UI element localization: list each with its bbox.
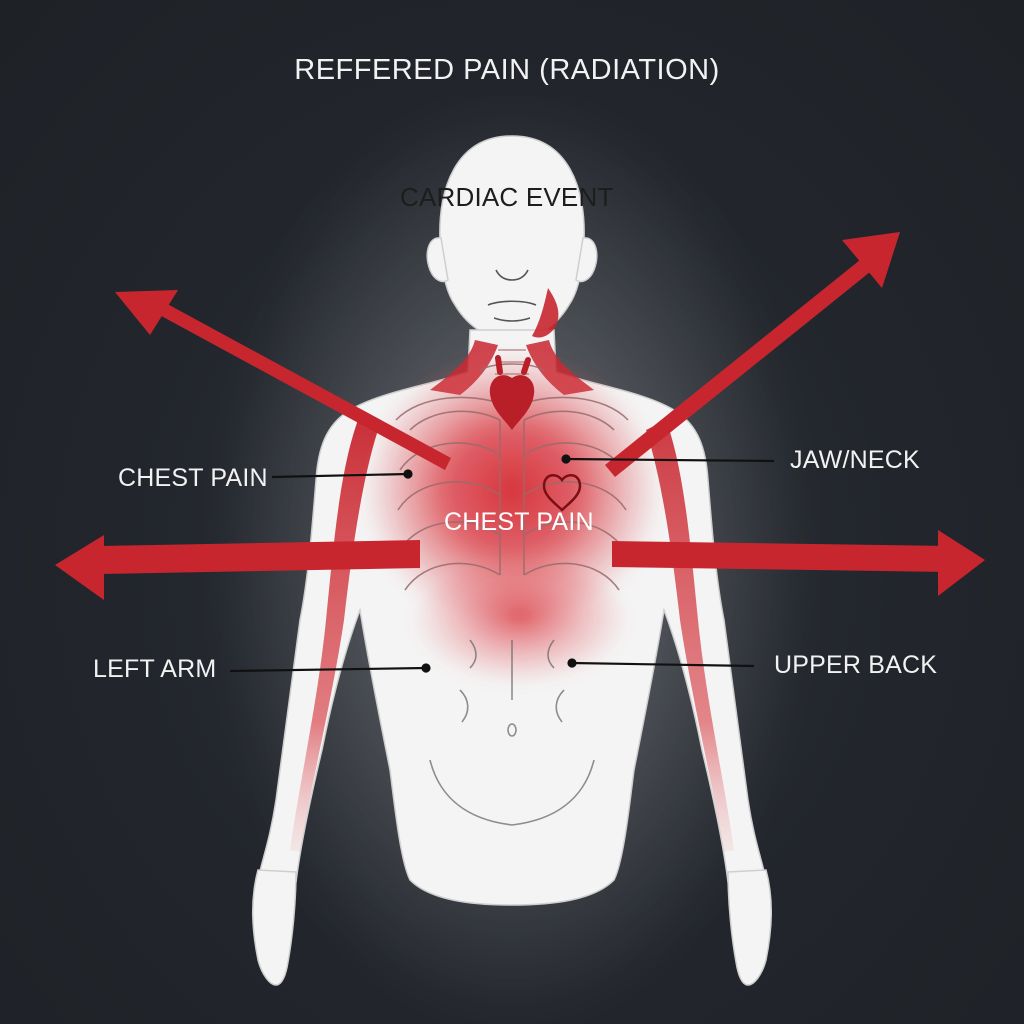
leader-dot-jaw-neck [561,454,571,464]
label-left-arm: LEFT ARM [93,655,217,683]
leader-dot-chest-left [403,469,413,479]
heart-outline-icon [542,473,582,512]
leader-left-arm [229,666,427,673]
leader-upper-back [571,661,755,668]
label-upper-back: UPPER BACK [774,651,938,679]
face-features [487,269,537,322]
diagram-title: REFFERED PAIN (RADIATION) [294,54,720,86]
arm-pain-streaks [290,420,734,852]
leader-jaw-neck [565,457,775,463]
label-chest-pain-left: CHEST PAIN [118,464,268,492]
heart-organ [489,355,535,430]
arrow-left [55,535,420,600]
label-cardiac-event: CARDIAC EVENT [400,182,614,212]
label-jaw-neck: JAW/NECK [790,446,920,474]
abdomen-lines [429,639,595,826]
arrow-upper-left [115,290,451,470]
arrow-right [612,530,985,596]
leader-dot-upper-back [567,658,577,668]
arrow-upper-right [605,232,900,477]
leader-dot-left-arm [421,663,431,673]
leader-chest-left [271,472,409,479]
leader-lines [229,454,775,673]
label-chest-pain-center: CHEST PAIN [444,508,594,536]
